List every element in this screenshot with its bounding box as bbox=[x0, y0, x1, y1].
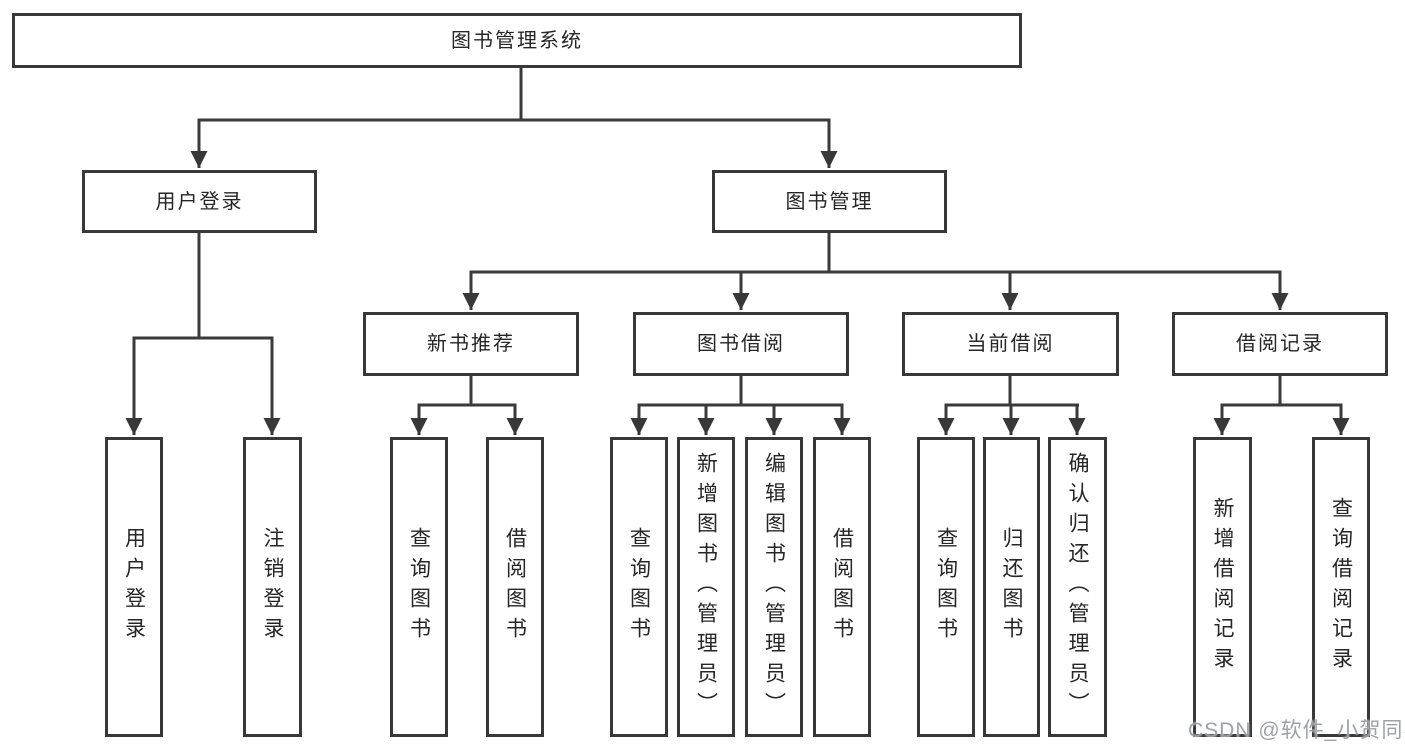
csdn-watermark: CSDN @软件_小贺同学 bbox=[1188, 719, 1405, 742]
leaf-user-login: 用户登录 bbox=[105, 437, 163, 737]
leaf-query-books-1-label: 查询图书 bbox=[407, 527, 431, 647]
node-borrowing-records-label: 借阅记录 bbox=[1236, 333, 1324, 355]
leaf-edit-books-admin-label: 编辑图书（管理员） bbox=[762, 452, 786, 722]
node-new-book-recommend: 新书推荐 bbox=[363, 312, 579, 376]
node-user-login-label: 用户登录 bbox=[155, 190, 244, 213]
leaf-user-login-label: 用户登录 bbox=[122, 527, 146, 647]
node-book-borrowing-label: 图书借阅 bbox=[697, 333, 785, 355]
node-book-management-label: 图书管理 bbox=[785, 190, 874, 213]
node-current-borrowing-label: 当前借阅 bbox=[966, 333, 1055, 355]
leaf-borrow-books-2-label: 借阅图书 bbox=[830, 527, 854, 647]
leaf-confirm-return-admin: 确认归还（管理员） bbox=[1048, 437, 1107, 737]
leaf-add-books-admin: 新增图书（管理员） bbox=[677, 437, 735, 737]
leaf-query-borrow-record-label: 查询借阅记录 bbox=[1329, 497, 1353, 677]
node-book-management: 图书管理 bbox=[712, 170, 947, 233]
leaf-return-books: 归还图书 bbox=[983, 437, 1040, 737]
node-new-book-recommend-label: 新书推荐 bbox=[427, 333, 515, 355]
leaf-logout-label: 注销登录 bbox=[261, 527, 284, 647]
leaf-confirm-return-admin-label: 确认归还（管理员） bbox=[1066, 452, 1089, 722]
leaf-query-books-3-label: 查询图书 bbox=[934, 527, 958, 647]
leaf-add-borrow-record: 新增借阅记录 bbox=[1193, 437, 1252, 737]
leaf-borrow-books-2: 借阅图书 bbox=[813, 437, 871, 737]
leaf-borrow-books-1: 借阅图书 bbox=[486, 437, 544, 737]
node-root-label: 图书管理系统 bbox=[451, 29, 583, 52]
node-root: 图书管理系统 bbox=[12, 13, 1022, 68]
leaf-borrow-books-1-label: 借阅图书 bbox=[503, 527, 527, 647]
leaf-add-borrow-record-label: 新增借阅记录 bbox=[1211, 497, 1234, 677]
leaf-query-borrow-record: 查询借阅记录 bbox=[1312, 437, 1370, 737]
node-borrowing-records: 借阅记录 bbox=[1172, 312, 1388, 376]
leaf-return-books-label: 归还图书 bbox=[1000, 527, 1023, 647]
leaf-query-books-3: 查询图书 bbox=[917, 437, 975, 737]
node-user-login: 用户登录 bbox=[82, 170, 317, 233]
leaf-add-books-admin-label: 新增图书（管理员） bbox=[694, 452, 718, 722]
leaf-query-books-1: 查询图书 bbox=[390, 437, 448, 737]
leaf-edit-books-admin: 编辑图书（管理员） bbox=[745, 437, 803, 737]
leaf-query-books-2: 查询图书 bbox=[610, 437, 668, 737]
node-book-borrowing: 图书借阅 bbox=[633, 312, 849, 376]
leaf-logout: 注销登录 bbox=[243, 437, 302, 737]
node-current-borrowing: 当前借阅 bbox=[902, 312, 1119, 376]
leaf-query-books-2-label: 查询图书 bbox=[627, 527, 651, 647]
